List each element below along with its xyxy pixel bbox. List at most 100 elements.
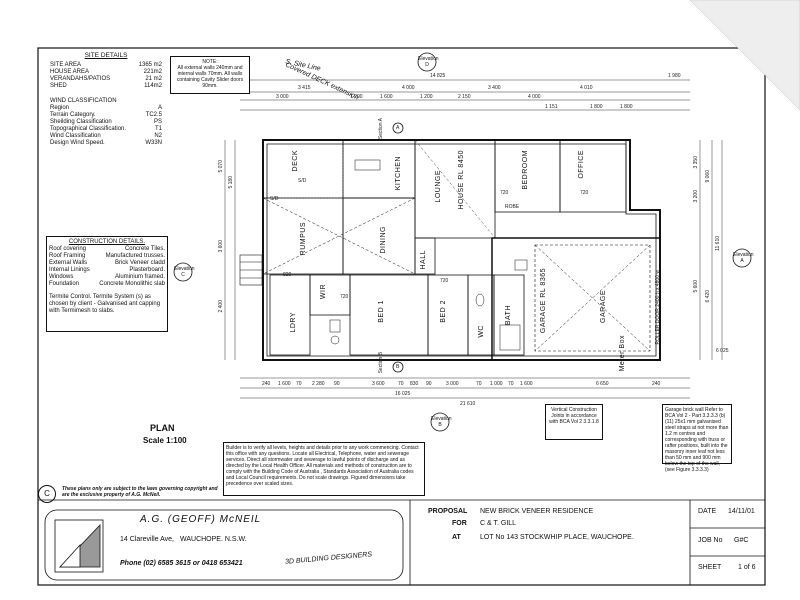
section-a-label: Section A xyxy=(378,118,384,140)
dim-bottom: 1 600 xyxy=(520,381,533,387)
job-label: JOB No xyxy=(698,537,723,544)
dim-right: 11 610 xyxy=(715,236,721,251)
robe-label: ROBE xyxy=(505,204,520,210)
dim-bottom: 90 xyxy=(426,381,432,387)
dim-top-right: 1 980 xyxy=(668,73,681,79)
dim-bottom: 1 000 xyxy=(490,381,503,387)
dim-bottom: 70 xyxy=(398,381,404,387)
dim-right: 9 060 xyxy=(705,170,711,183)
room-wc: WC xyxy=(478,325,485,338)
dim-bottom: 70 xyxy=(296,381,302,387)
sheet-label: SHEET xyxy=(698,564,722,571)
dim-top: 1 800 xyxy=(590,104,603,110)
dim-bottom: 240 xyxy=(652,381,661,387)
room-garage: GARAGE xyxy=(600,290,607,323)
dim-bottom: 6 650 xyxy=(596,381,609,387)
wall-note-box: NOTE: All external walls 240mm and inter… xyxy=(170,56,250,94)
sheet-value: 1 of 6 xyxy=(738,564,756,571)
dim-bottom: 2 280 xyxy=(312,381,325,387)
dim-top: 4 010 xyxy=(580,85,593,91)
room-laundry: LDRY xyxy=(290,312,297,333)
vertical-joints-note: Vertical Construction Joints in accordan… xyxy=(545,404,603,440)
sliding-door-label: S/D xyxy=(270,196,279,202)
garage-wall-note: Garage brick wall Refer to BCA Vol 2 - P… xyxy=(662,404,732,473)
proposal-label: PROPOSAL xyxy=(428,508,468,515)
section-letter-b: B xyxy=(396,364,400,370)
wind-row: Terrain Category.TC2.5 xyxy=(50,112,162,118)
construction-title: CONSTRUCTION DETAILS. xyxy=(68,239,146,245)
dim-right: 5 600 xyxy=(693,280,699,293)
dim-top: 4 000 xyxy=(528,94,541,100)
dim-top: 1 200 xyxy=(350,94,363,100)
dim-bottom: 830 xyxy=(410,381,419,387)
dim-bottom: 3 600 xyxy=(372,381,385,387)
at-label: AT xyxy=(452,534,461,541)
room-bed2: BED 2 xyxy=(440,300,447,323)
door-size-label: 720 xyxy=(340,294,349,300)
copyright-icon: C xyxy=(38,485,56,503)
dim-bottom: 240 xyxy=(262,381,271,387)
door-size-label: 720 xyxy=(580,190,589,196)
dim-right: 6 025 xyxy=(716,348,729,354)
dim-bottom: 1 600 xyxy=(278,381,291,387)
termite-note: Termite Control. Termite System (s) as c… xyxy=(49,294,161,314)
dim-top: 1 151 xyxy=(545,104,558,110)
door-size-label: 720 xyxy=(500,190,509,196)
dim-bottom: 70 xyxy=(508,381,514,387)
dim-bottom-total: 21 610 xyxy=(460,401,476,407)
room-bedroom: BEDROOM xyxy=(522,150,529,190)
for-label: FOR xyxy=(452,520,467,527)
dim-top: 1 600 xyxy=(380,94,393,100)
dim-top: 1 800 xyxy=(620,104,633,110)
section-b-label: Section B xyxy=(378,352,384,374)
dim-left: 2 400 xyxy=(218,300,224,313)
wind-title: WIND CLASSIFICATION xyxy=(50,98,117,104)
dim-bottom: 70 xyxy=(476,381,482,387)
dim-left: 5 070 xyxy=(218,160,224,173)
room-deck: DECK xyxy=(292,150,299,172)
designer-address: 14 Clareville Ave, xyxy=(120,536,174,543)
dim-bottom: 90 xyxy=(334,381,340,387)
room-hall: HALL xyxy=(420,250,427,270)
dim-right: 6 420 xyxy=(705,290,711,303)
dim-top-total: 14 825 xyxy=(430,73,446,79)
job-value: G#C xyxy=(734,537,749,544)
door-size-label: 820 xyxy=(283,272,292,278)
room-wir: WIR xyxy=(320,284,327,300)
note-title: NOTE: xyxy=(202,59,218,65)
room-lounge: LOUNGE xyxy=(435,170,442,203)
dim-top: 4 000 xyxy=(402,85,415,91)
at-value: LOT No 143 STOCKWHIP PLACE, WAUCHOPE. xyxy=(480,534,634,541)
room-dining: DINING xyxy=(380,226,387,254)
dim-top: 3 415 xyxy=(298,85,311,91)
door-size-label: 720 xyxy=(440,278,449,284)
dim-bottom-sub: 16 025 xyxy=(395,391,411,397)
room-rumpus: RUMPUS xyxy=(300,222,307,256)
builder-note: Builder is to verify all levels, heights… xyxy=(223,442,425,496)
section-letter-a: A xyxy=(396,125,400,131)
dim-top: 3 000 xyxy=(276,94,289,100)
garage-rl-label: GARAGE RL 8365 xyxy=(540,268,547,334)
house-rl-label: HOUSE RL 8450 xyxy=(458,150,465,210)
date-label: DATE xyxy=(698,508,717,515)
sliding-door-label: S/D xyxy=(298,178,307,184)
room-bath: BATH xyxy=(505,305,512,326)
